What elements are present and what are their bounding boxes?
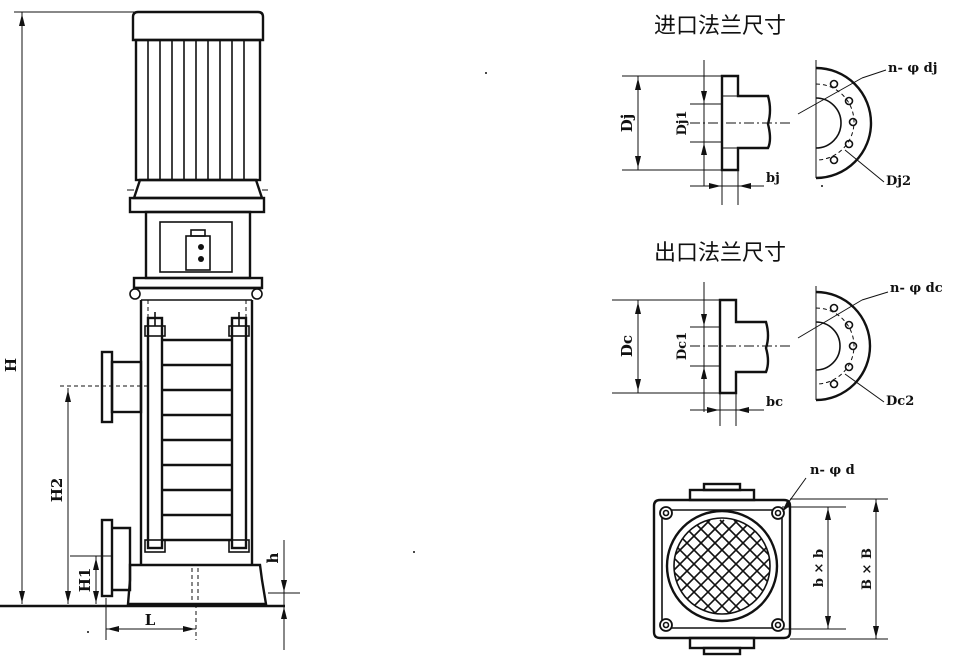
label-H1: H1	[76, 568, 94, 593]
label-n-d: n- φ d	[810, 463, 855, 478]
label-Dj: Dj	[618, 114, 636, 132]
label-H: H	[2, 358, 20, 372]
dimension-H1: H1	[70, 555, 112, 604]
motor-bracket	[128, 196, 266, 300]
label-bxb: b × b	[812, 549, 827, 587]
label-Dj2: Dj2	[886, 174, 911, 189]
label-h: h	[264, 552, 282, 563]
dimension-h: h	[264, 540, 287, 650]
inlet-flange-side	[100, 518, 132, 598]
scan-speck	[87, 631, 89, 633]
label-Dj1: Dj1	[675, 110, 690, 135]
label-n-dj: n- φ dj	[888, 61, 937, 76]
pump-stack	[139, 299, 254, 565]
label-bj: bj	[766, 171, 780, 186]
label-Dc2: Dc2	[886, 394, 914, 409]
label-n-dc: n- φ dc	[890, 281, 943, 296]
pump-elevation-view: H H2 H1 h L	[0, 10, 300, 650]
label-BxB: B × B	[860, 548, 875, 590]
dimension-H2: H2	[48, 388, 71, 604]
outlet-flange-title: 出口法兰尺寸	[654, 241, 786, 266]
label-bc: bc	[766, 395, 783, 410]
label-Dc1: Dc1	[675, 332, 690, 360]
dimension-L: L	[105, 598, 197, 640]
outlet-flange-detail: 出口法兰尺寸 Dc Dc1 bc n- φ	[612, 241, 943, 426]
pump-base	[0, 563, 300, 608]
inlet-flange-title: 进口法兰尺寸	[654, 14, 786, 39]
scan-speck	[413, 551, 415, 553]
outlet-flange-side	[60, 350, 150, 424]
label-H2: H2	[48, 478, 66, 503]
label-Dc: Dc	[618, 335, 636, 357]
label-L: L	[145, 611, 156, 629]
motor	[127, 10, 268, 200]
base-plan-view: n- φ d b × b B × B	[652, 463, 888, 656]
inlet-flange-detail: 进口法兰尺寸 Dj Dj1 bj	[618, 14, 937, 205]
dimension-H: H	[2, 11, 138, 604]
scan-speck	[485, 72, 487, 74]
